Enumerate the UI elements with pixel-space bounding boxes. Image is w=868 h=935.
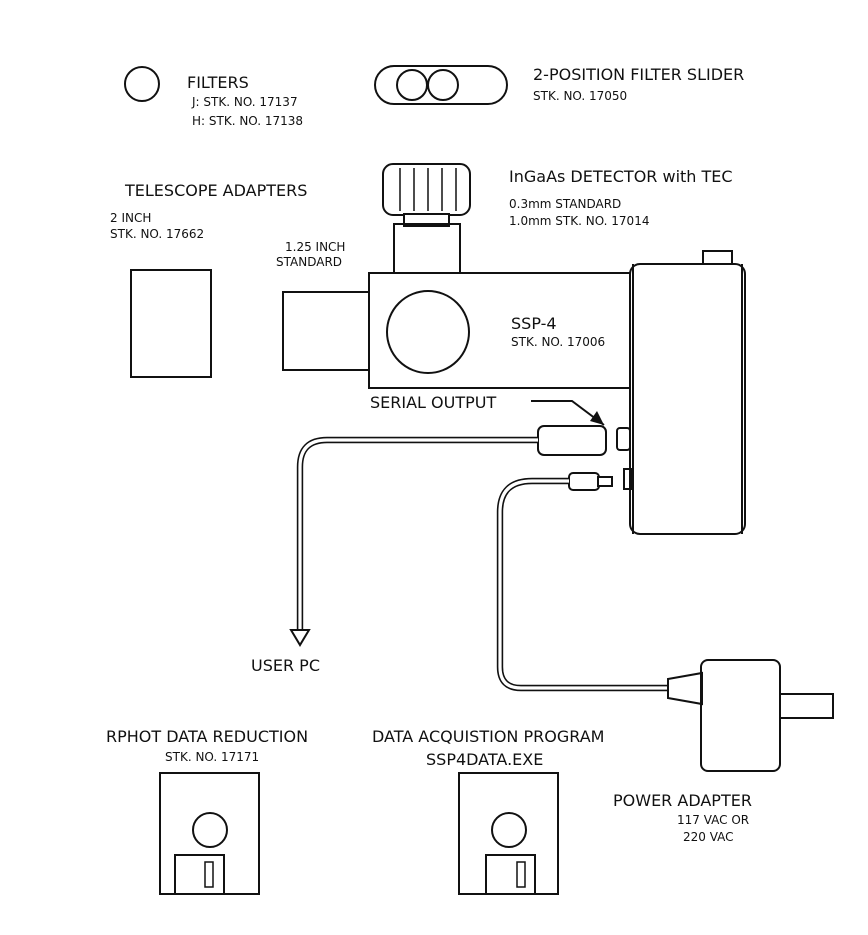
detector-cap [382,163,471,216]
filter-slider-icon [374,65,508,105]
detector-module [382,163,471,274]
user-pc-label: USER PC [251,656,320,675]
filter-group: FILTERS J: STK. NO. 17137 H: STK. NO. 17… [124,66,303,128]
rphot-software: RPHOT DATA REDUCTION STK. NO. 17171 [106,727,308,895]
two-inch-adapter [130,269,212,378]
filter-j-stock: J: STK. NO. 17137 [191,95,298,109]
slider-stock: STK. NO. 17050 [533,89,627,103]
power-adapter-line2: 220 VAC [683,830,734,844]
daq-disk-shutter [485,854,536,895]
eyepiece-tube [282,291,370,371]
electronics-box [629,263,746,535]
filter-h-stock: H: STK. NO. 17138 [192,114,303,128]
photometer-housing [368,272,631,389]
slider-filter-right [427,69,459,101]
filters-title: FILTERS [187,73,249,92]
two-inch-stock: STK. NO. 17662 [110,227,204,241]
power-adapter-prong [779,693,834,719]
detector-option: 1.0mm STK. NO. 17014 [509,214,649,228]
power-switch [702,250,733,265]
serial-output-label: SERIAL OUTPUT [370,393,496,412]
daq-software: DATA ACQUISTION PROGRAM SSP4DATA.EXE [372,727,604,895]
detector-label-group: InGaAs DETECTOR with TEC 0.3mm STANDARD … [509,167,733,228]
detector-title: InGaAs DETECTOR with TEC [509,167,733,186]
rphot-title: RPHOT DATA REDUCTION [106,727,308,746]
two-inch-label: 2 INCH [110,211,151,225]
detector-neck [393,223,461,274]
power-adapter: POWER ADAPTER 117 VAC OR 220 VAC [613,659,834,844]
serial-output-callout: SERIAL OUTPUT [370,393,605,426]
slider-title: 2-POSITION FILTER SLIDER [533,65,744,84]
power-cable [496,472,668,692]
filter-slider-group: 2-POSITION FILTER SLIDER STK. NO. 17050 [374,65,744,105]
daq-disk-window [516,861,526,888]
serial-arrow-head [590,411,604,425]
daq-title: DATA ACQUISTION PROGRAM [372,727,604,746]
power-jack [623,468,632,490]
serial-plug [537,425,607,456]
flip-mirror-knob [386,290,470,374]
daq-disk-hub [491,812,527,848]
daq-file: SSP4DATA.EXE [426,750,543,769]
power-plug [568,472,600,491]
power-adapter-body [700,659,781,772]
small-adapter-note: STANDARD [276,255,342,269]
rphot-disk-hub [192,812,228,848]
rphot-disk-window [204,861,214,888]
serial-cable: USER PC [251,425,607,675]
filter-icon [124,66,160,102]
power-adapter-strain-relief [667,671,703,706]
rphot-stock: STK. NO. 17171 [165,750,259,764]
photometer-stock: STK. NO. 17006 [511,335,605,349]
telescope-adapters-title: TELESCOPE ADAPTERS [124,181,307,200]
detector-standard: 0.3mm STANDARD [509,197,621,211]
rphot-disk-shutter [174,854,225,895]
photometer-body: SSP-4 STK. NO. 17006 [282,250,746,535]
power-plug-tip [597,476,613,487]
small-adapter-label: 1.25 INCH [285,240,345,254]
user-pc-arrow [289,629,311,647]
daq-disk-icon [458,772,559,895]
power-adapter-title: POWER ADAPTER [613,791,752,810]
serial-port [616,427,631,451]
telescope-adapters-group: TELESCOPE ADAPTERS 2 INCH STK. NO. 17662… [110,181,345,378]
power-adapter-line1: 117 VAC OR [677,813,749,827]
photometer-name: SSP-4 [511,314,557,333]
slider-filter-left [396,69,428,101]
